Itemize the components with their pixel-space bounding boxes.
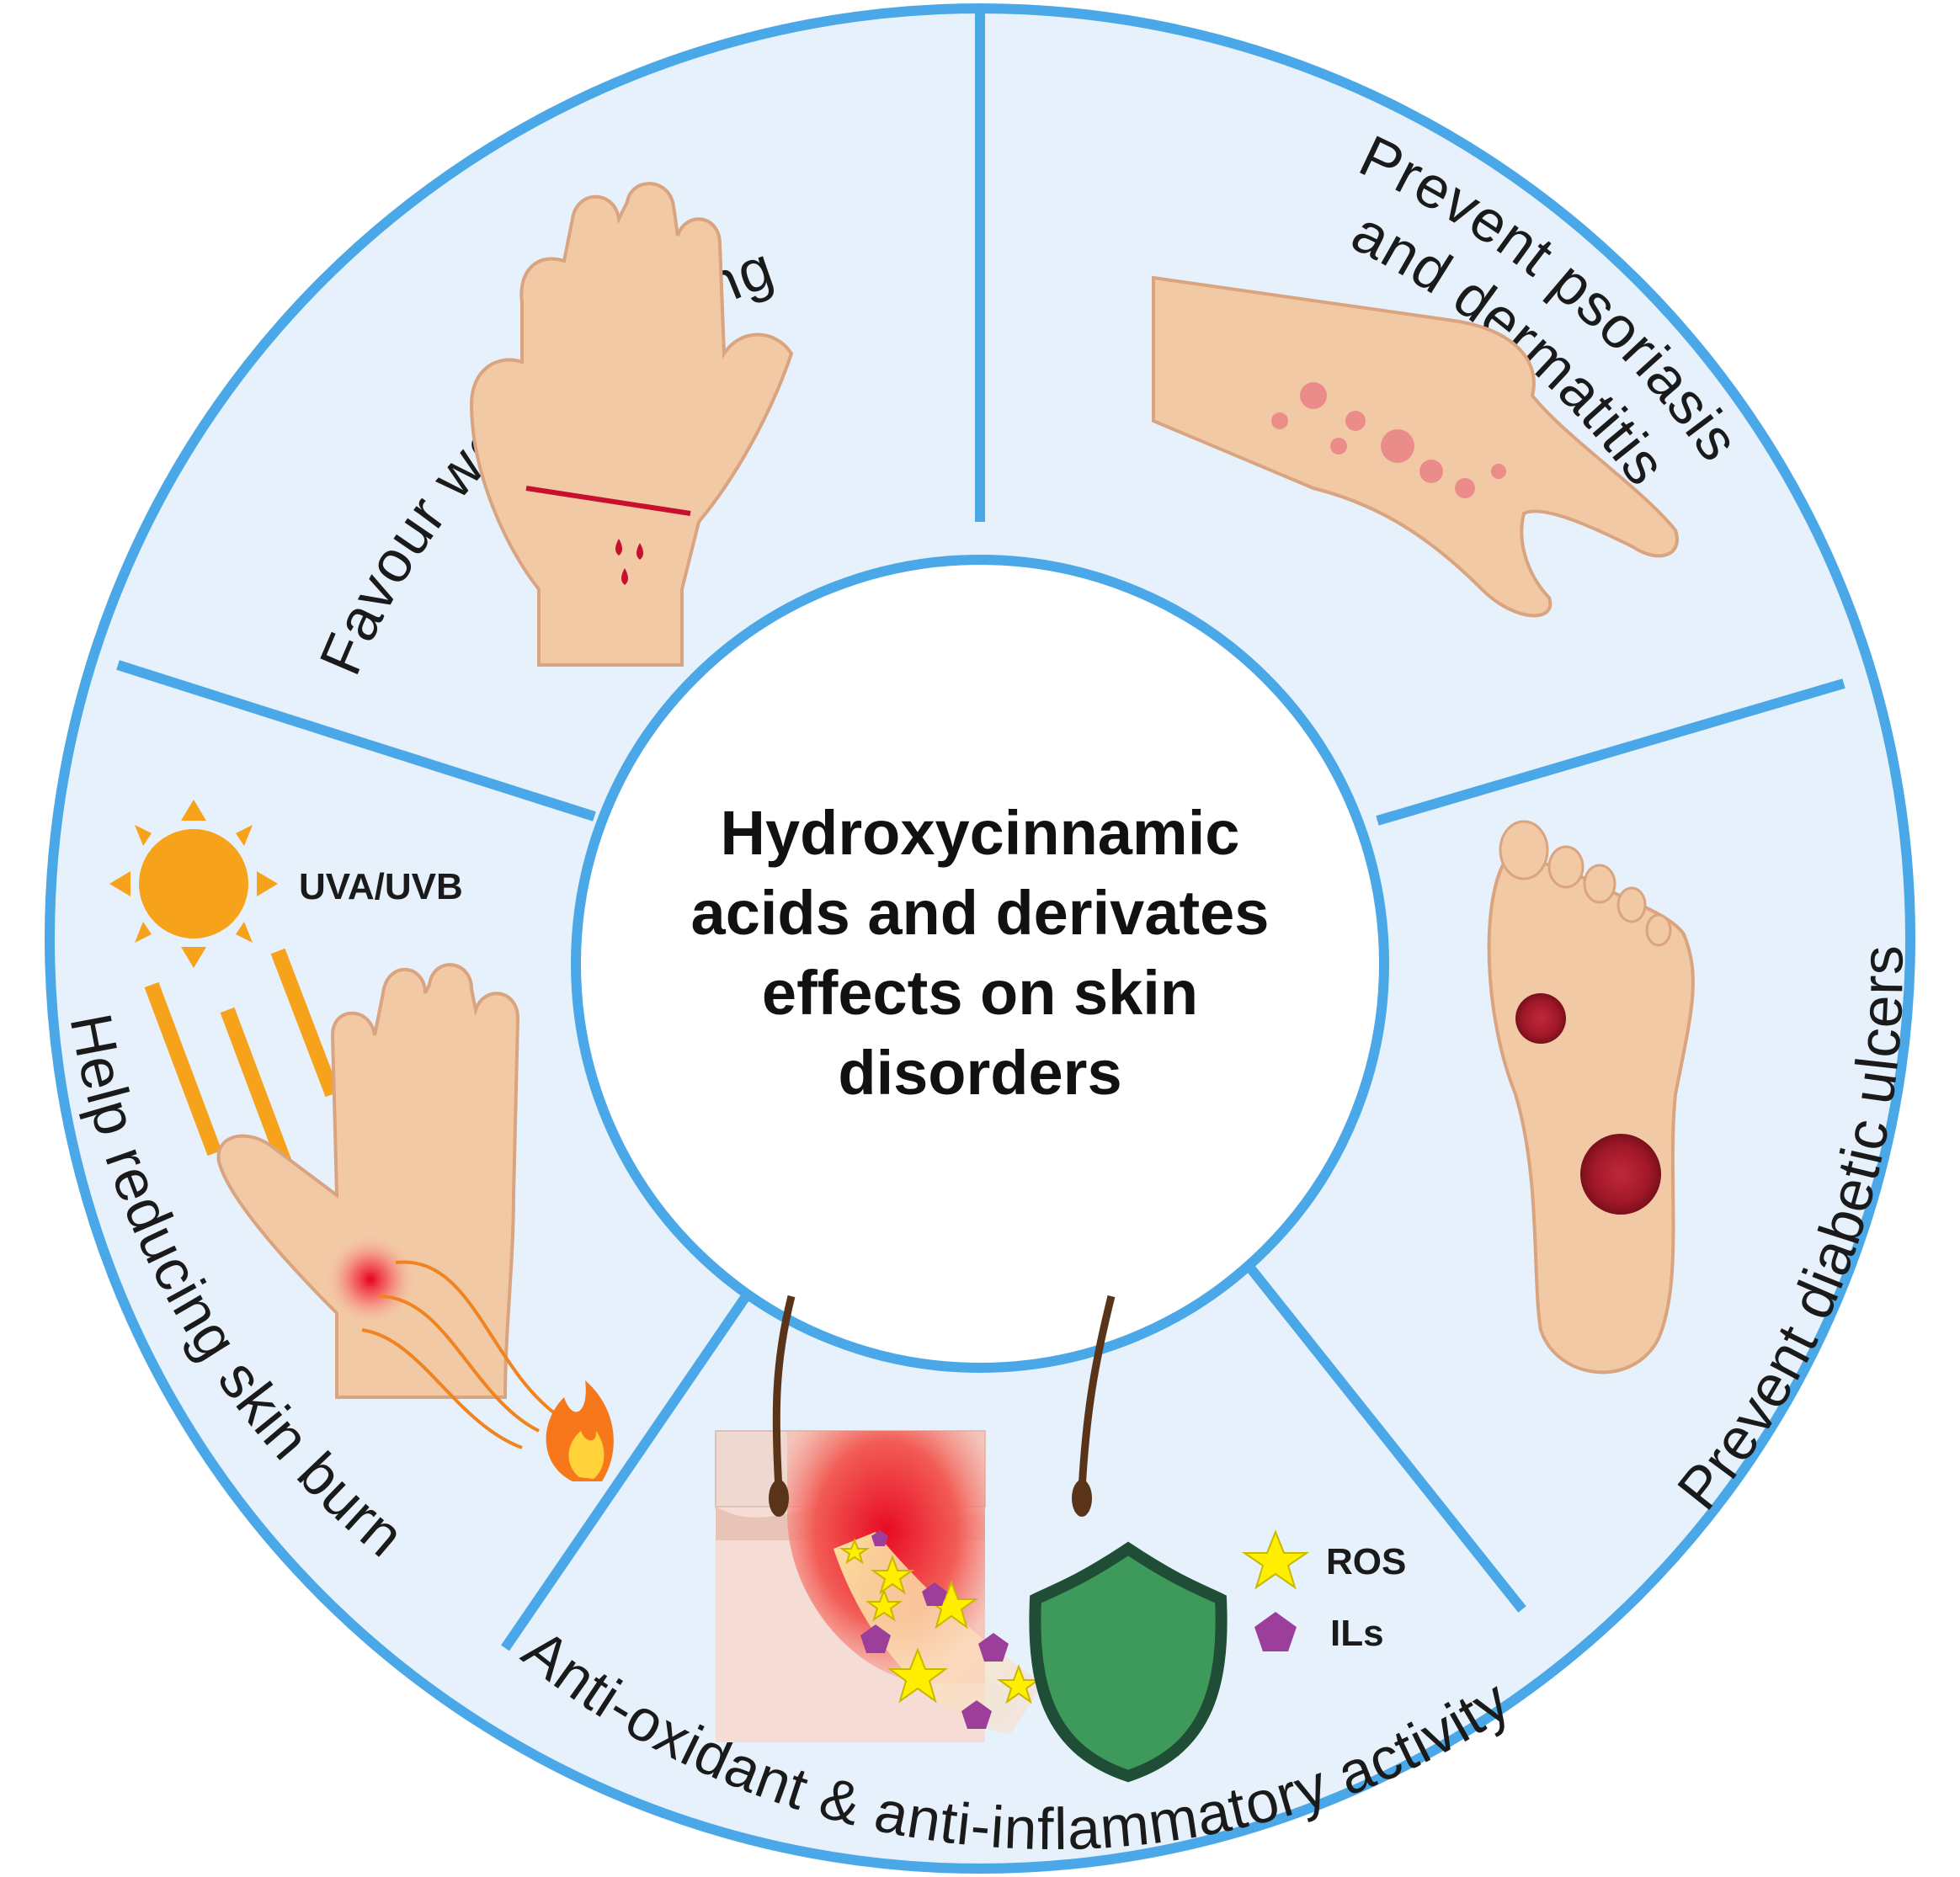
divider-left xyxy=(116,660,596,822)
fire-icon xyxy=(546,1380,614,1481)
wounded-hand-illustration xyxy=(469,182,794,667)
ros-star-icon xyxy=(1241,1529,1310,1590)
divider-bottom-left xyxy=(501,1263,770,1651)
skin-cross-section xyxy=(715,1430,1044,1742)
shield-icon xyxy=(1029,1541,1228,1783)
center-title-line-1: Hydroxycinnamic xyxy=(721,798,1240,868)
diabetic-foot-illustration xyxy=(1487,820,1695,1375)
legend: ROS ILs xyxy=(1241,1529,1406,1654)
ulcer-small xyxy=(1515,993,1566,1044)
uv-label: UVA/UVB xyxy=(299,866,463,907)
center-title-line-3: effects on skin xyxy=(762,958,1198,1028)
center-title-line-2: acids and derivates xyxy=(691,878,1270,948)
center-title-line-4: disorders xyxy=(838,1038,1121,1108)
divider-right xyxy=(1376,678,1845,826)
divider-bottom-right xyxy=(1242,1259,1526,1613)
sun-icon xyxy=(109,800,340,1182)
legend-ils-label: ILs xyxy=(1330,1613,1384,1654)
il-pentagon-icon xyxy=(1254,1612,1297,1651)
legend-ros-label: ROS xyxy=(1326,1541,1406,1582)
ulcer-large xyxy=(1580,1134,1661,1215)
ros-and-il-particles xyxy=(839,1530,1041,1729)
hair-follicle-left xyxy=(769,1295,796,1517)
burned-hand-illustration xyxy=(216,963,557,1449)
hair-follicle-right xyxy=(1072,1295,1116,1517)
psoriasis-arm-illustration xyxy=(1152,275,1679,618)
center-circle: Hydroxycinnamic acids and derivates effe… xyxy=(571,555,1389,1373)
